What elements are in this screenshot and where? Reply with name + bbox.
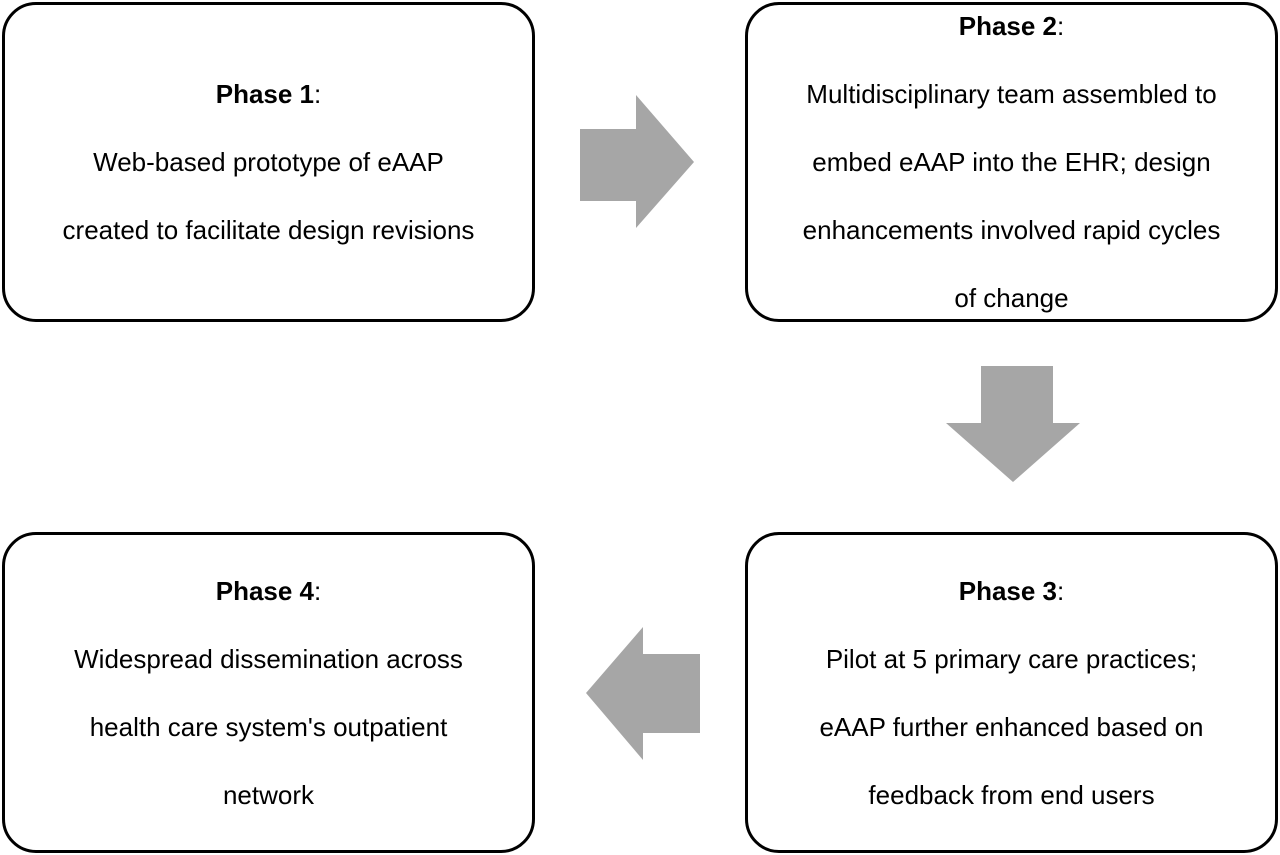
phase-2-box: Phase 2: Multidisciplinary team assemble… (745, 2, 1278, 322)
phase-1-text-line: created to facilitate design revisions (62, 215, 475, 245)
arrow-left-icon (586, 627, 700, 760)
phase-1-title: Phase 1: (215, 79, 322, 109)
phase-1-box: Phase 1: Web-based prototype of eAAP cre… (2, 2, 535, 322)
phase-2-text-line: enhancements involved rapid cycles (802, 215, 1221, 245)
phase-4-text-line: network (222, 779, 315, 810)
phase-1-text-line: Web-based prototype of eAAP (93, 147, 444, 177)
phase-2-text-line: of change (954, 283, 1069, 313)
phase-3-box: Phase 3: Pilot at 5 primary care practic… (745, 532, 1278, 853)
phase-4-box: Phase 4: Widespread dissemination across… (2, 532, 535, 853)
phase-4-text-line: Widespread dissemination across (74, 643, 463, 674)
phase-2-text-line: Multidisciplinary team assembled to (806, 79, 1217, 109)
phase-2-title: Phase 2: (958, 11, 1065, 41)
phase-4-title: Phase 4: (215, 575, 322, 606)
phase-3-text-line: eAAP further enhanced based on (819, 711, 1204, 742)
arrow-right-icon (580, 95, 694, 228)
phase-3-title: Phase 3: (958, 575, 1065, 606)
phase-2-text-line: embed eAAP into the EHR; design (812, 147, 1211, 177)
phase-3-text-line: Pilot at 5 primary care practices; (825, 643, 1198, 674)
arrow-down-icon (946, 366, 1080, 482)
phase-3-text-line: feedback from end users (868, 779, 1155, 810)
phase-4-text-line: health care system's outpatient (89, 711, 448, 742)
